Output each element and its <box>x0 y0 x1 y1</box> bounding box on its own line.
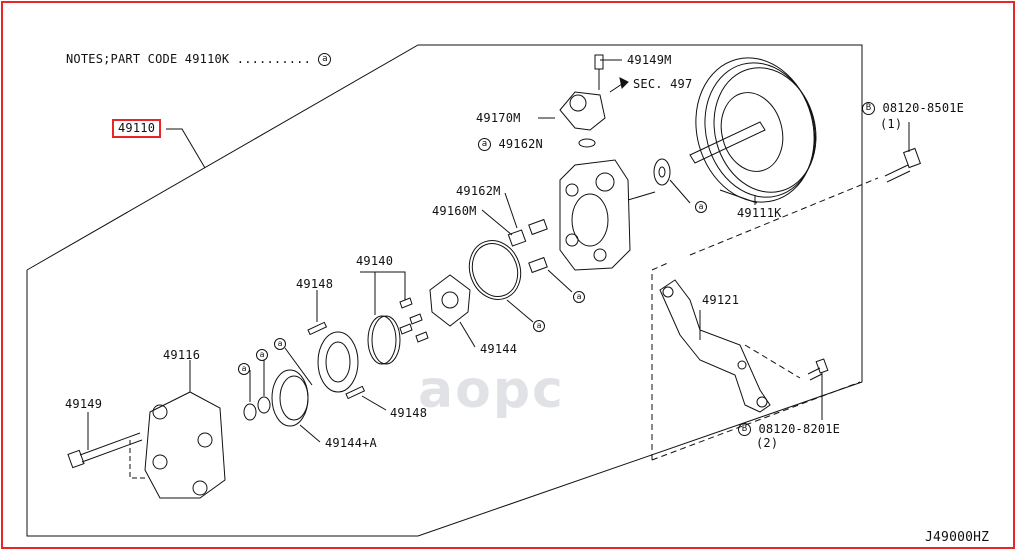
part-label-49162n-row: a 49162N <box>478 138 543 151</box>
plate-49144 <box>429 274 471 327</box>
marker-a-icon: a <box>274 338 286 350</box>
pin-49148-b <box>345 385 366 400</box>
part-label-49111k[interactable]: 49111K <box>737 206 782 220</box>
part-label-08120-8201e[interactable]: 08120-8201E <box>758 422 841 436</box>
bolt-08120-8201e <box>807 358 829 420</box>
notes-label: NOTES;PART CODE 49110K .......... <box>66 52 312 66</box>
part-label-49140[interactable]: 49140 <box>356 254 394 268</box>
bolt-49149 <box>67 412 143 469</box>
connector-49170m <box>538 54 629 148</box>
leader-49110 <box>166 128 206 169</box>
seal-ring <box>243 403 257 421</box>
rotor-49140 <box>360 271 429 365</box>
washer <box>653 158 671 186</box>
part-label-49121[interactable]: 49121 <box>702 293 740 307</box>
part-label-08120-8501e[interactable]: 08120-8501E <box>882 101 965 115</box>
marker-a-icon: a <box>573 291 585 303</box>
rear-cover-49116 <box>129 360 226 499</box>
bolt-08120-8501e <box>884 122 922 183</box>
part-label-49148[interactable]: 49148 <box>296 277 334 291</box>
bolt-label-1-row: B 08120-8501E <box>862 102 964 115</box>
pulley-49111k <box>689 57 817 205</box>
assembly-part-number[interactable]: 49110 <box>111 119 162 138</box>
part-label-49144a[interactable]: 49144+A <box>325 436 377 450</box>
marker-a-icon: a <box>533 320 545 332</box>
bolt-label-2-row: B 08120-8201E <box>738 423 840 436</box>
part-label-49162n[interactable]: 49162N <box>498 137 543 151</box>
side-plate-49144a <box>271 369 321 443</box>
marker-b-icon: B <box>862 102 875 115</box>
assembly-frame <box>26 44 863 537</box>
part-label-49162m[interactable]: 49162M <box>456 184 501 198</box>
pin-49148 <box>307 321 328 336</box>
part-label-49149m[interactable]: 49149M <box>627 53 672 67</box>
marker-a-icon: a <box>256 349 268 361</box>
marker-a-icon: a <box>695 201 707 213</box>
watermark-logo: аорс <box>418 360 565 420</box>
o-ring <box>468 240 522 300</box>
marker-b-icon: B <box>738 423 751 436</box>
part-label-49149[interactable]: 49149 <box>65 397 103 411</box>
bolt-1-quantity: (1) <box>880 117 903 131</box>
marker-a-icon: a <box>238 363 250 375</box>
diagram-code: J49000HZ <box>925 530 990 545</box>
part-label-49170m[interactable]: 49170M <box>476 111 521 125</box>
part-label-49144[interactable]: 49144 <box>480 342 518 356</box>
section-ref-sec497[interactable]: SEC. 497 <box>633 77 693 91</box>
part-label-49160m[interactable]: 49160M <box>432 204 477 218</box>
marker-a-icon: a <box>478 138 491 151</box>
part-label-49116[interactable]: 49116 <box>163 348 201 362</box>
cam-ring <box>317 331 359 393</box>
notes-text: NOTES;PART CODE 49110K .......... a <box>66 52 332 66</box>
bolt-2-quantity: (2) <box>756 436 779 450</box>
pump-body <box>559 159 656 271</box>
bracket-49121 <box>651 177 879 461</box>
valve-springs <box>481 192 573 293</box>
part-label-49148-b[interactable]: 49148 <box>390 406 428 420</box>
seal-ring-2 <box>257 396 271 414</box>
marker-a-icon: a <box>318 53 332 66</box>
